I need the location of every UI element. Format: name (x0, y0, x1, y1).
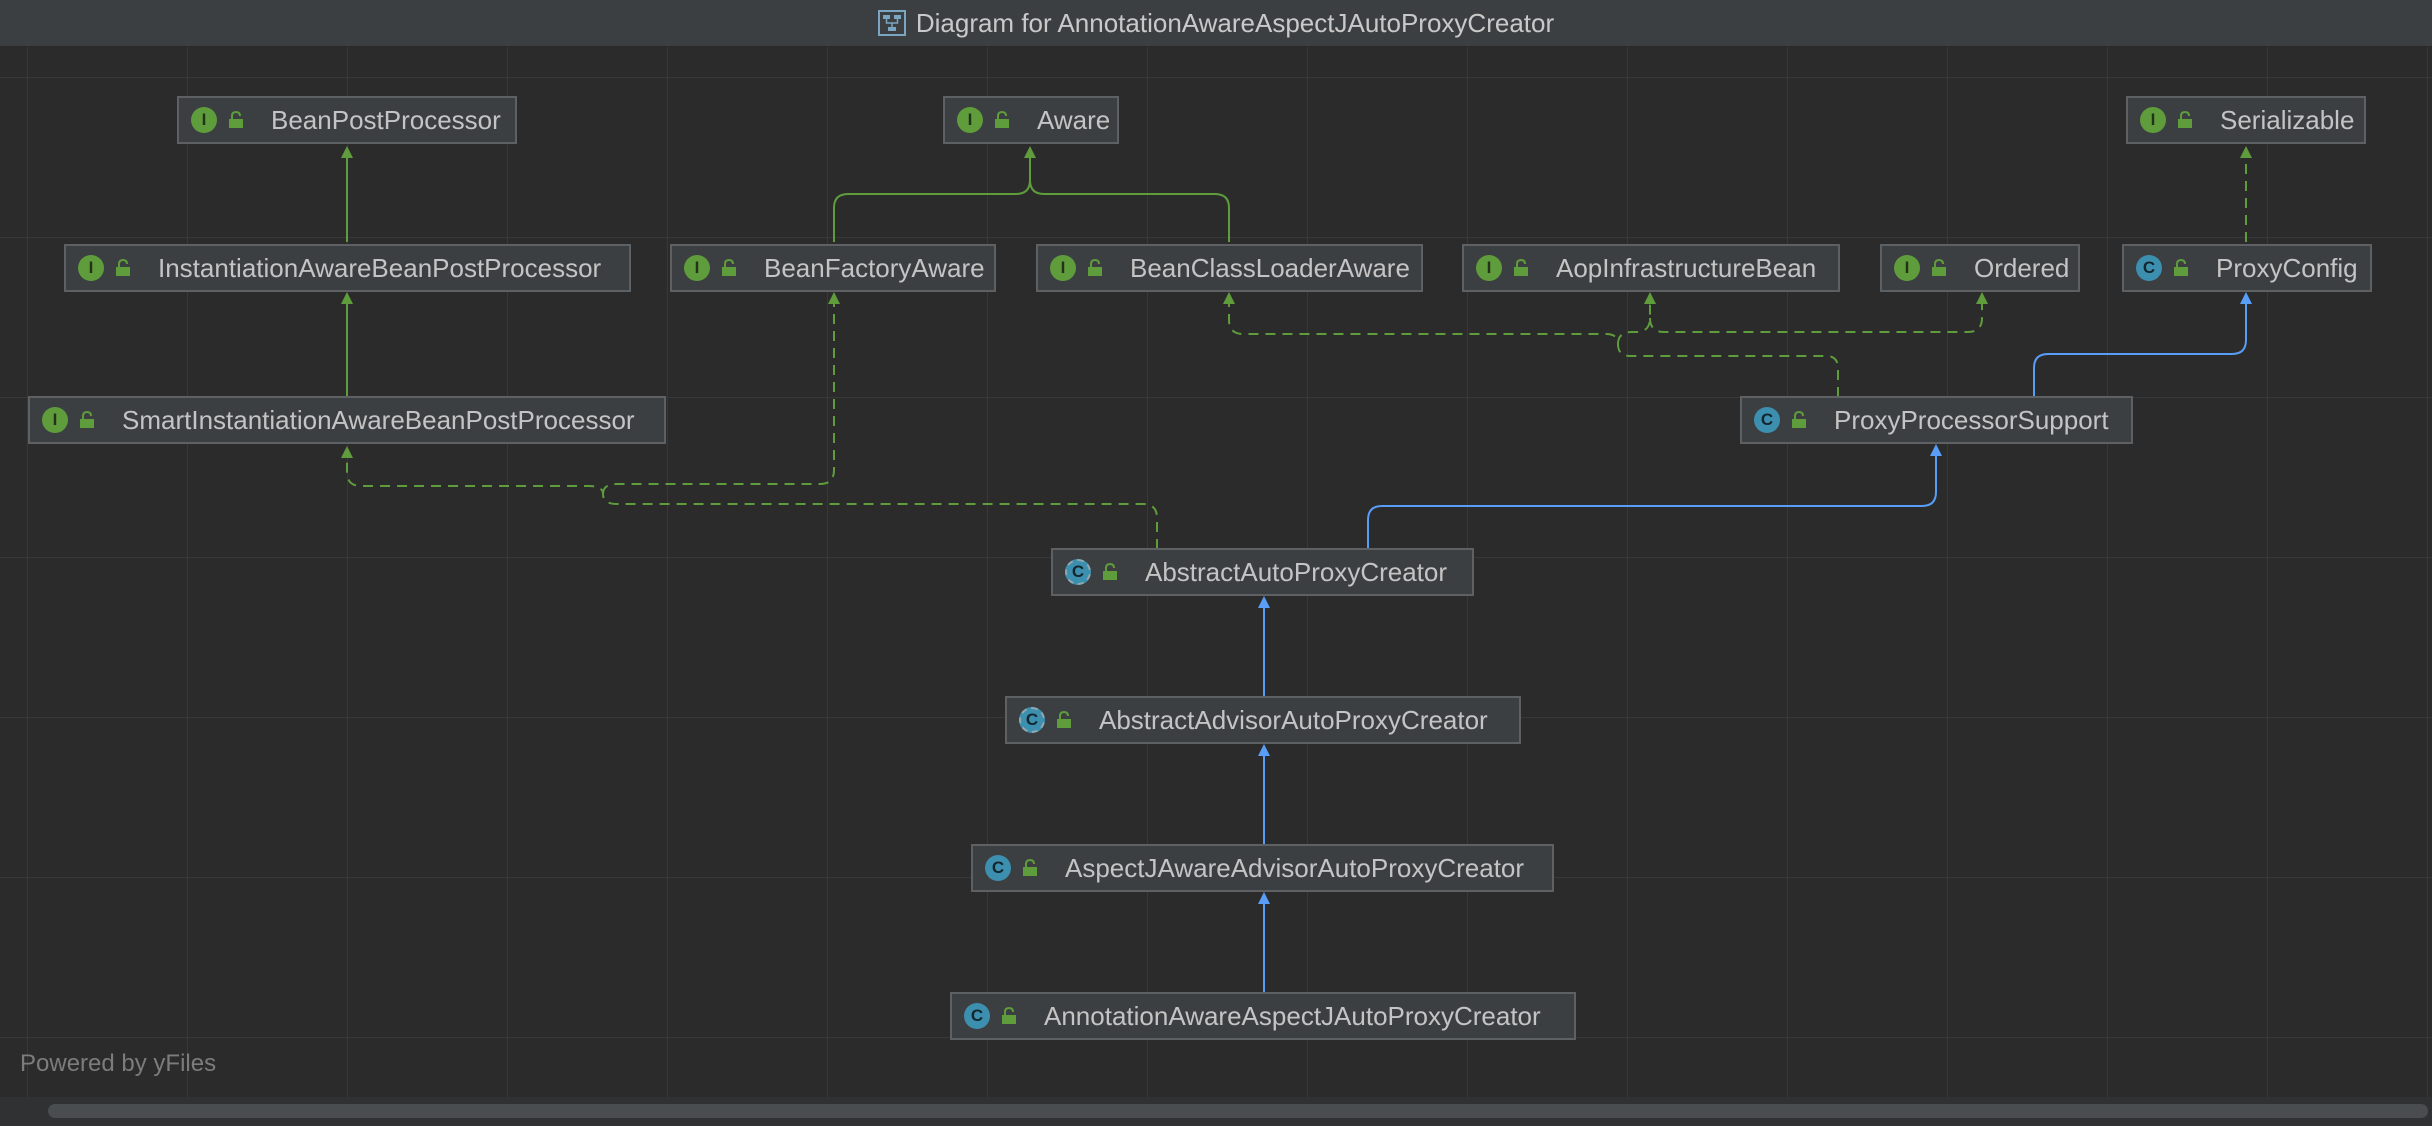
node-label: Aware (1037, 104, 1111, 135)
lock-icon (1055, 711, 1073, 729)
node-abstract-advisor-auto-proxy-creator[interactable]: C AbstractAdvisorAutoProxyCreator (1005, 696, 1521, 744)
node-bean-class-loader-aware[interactable]: I BeanClassLoaderAware (1036, 244, 1423, 292)
class-icon: C (1754, 407, 1780, 433)
lock-icon (2176, 111, 2194, 129)
node-label: AnnotationAwareAspectJAutoProxyCreator (1044, 1000, 1541, 1031)
node-annotation-aware-aspectj-auto-proxy-creator[interactable]: C AnnotationAwareAspectJAutoProxyCreator (950, 992, 1576, 1040)
node-label: AspectJAwareAdvisorAutoProxyCreator (1065, 852, 1525, 883)
node-abstract-auto-proxy-creator[interactable]: C AbstractAutoProxyCreator (1051, 548, 1474, 596)
abstract-class-icon: C (1019, 707, 1045, 733)
node-smart-instantiation-aware-bean-post-processor[interactable]: I SmartInstantiationAwareBeanPostProcess… (28, 396, 666, 444)
node-label: BeanPostProcessor (271, 104, 501, 135)
lock-icon (78, 411, 96, 429)
lock-icon (1101, 563, 1119, 581)
node-aware[interactable]: I Aware (943, 96, 1119, 144)
node-label: ProxyConfig (2216, 252, 2358, 283)
interface-icon: I (1894, 255, 1920, 281)
node-label: AbstractAutoProxyCreator (1145, 556, 1448, 587)
lock-icon (1512, 259, 1530, 277)
node-label: ProxyProcessorSupport (1834, 404, 2109, 435)
window-title: Diagram for AnnotationAwareAspectJAutoPr… (915, 7, 1555, 38)
horizontal-scrollbar[interactable] (0, 1097, 2432, 1126)
node-aspectj-aware-advisor-auto-proxy-creator[interactable]: C AspectJAwareAdvisorAutoProxyCreator (971, 844, 1554, 892)
node-label: Ordered (1974, 252, 2070, 283)
lock-icon (1021, 859, 1039, 877)
class-icon: C (964, 1003, 990, 1029)
node-label: AbstractAdvisorAutoProxyCreator (1099, 704, 1488, 735)
class-icon: C (2136, 255, 2162, 281)
node-aop-infrastructure-bean[interactable]: I AopInfrastructureBean (1462, 244, 1840, 292)
class-icon: C (985, 855, 1011, 881)
interface-icon: I (2140, 107, 2166, 133)
powered-by-label: Powered by yFiles (20, 1050, 217, 1077)
lock-icon (1790, 411, 1808, 429)
lock-icon (1930, 259, 1948, 277)
lock-icon (1000, 1007, 1018, 1025)
node-label: Serializable (2220, 104, 2355, 135)
node-label: BeanClassLoaderAware (1130, 252, 1410, 283)
node-instantiation-aware-bean-post-processor[interactable]: I InstantiationAwareBeanPostProcessor (64, 244, 631, 292)
interface-icon: I (191, 107, 217, 133)
interface-icon: I (684, 255, 710, 281)
interface-icon: I (1476, 255, 1502, 281)
lock-icon (227, 111, 245, 129)
abstract-class-icon: C (1065, 559, 1091, 585)
lock-icon (2172, 259, 2190, 277)
node-ordered[interactable]: I Ordered (1880, 244, 2080, 292)
scrollbar-thumb[interactable] (48, 1104, 2428, 1118)
node-bean-factory-aware[interactable]: I BeanFactoryAware (670, 244, 996, 292)
node-bean-post-processor[interactable]: I BeanPostProcessor (177, 96, 517, 144)
node-proxy-config[interactable]: C ProxyConfig (2122, 244, 2372, 292)
lock-icon (993, 111, 1011, 129)
lock-icon (1086, 259, 1104, 277)
node-label: AopInfrastructureBean (1556, 252, 1817, 283)
title-bar: Diagram for AnnotationAwareAspectJAutoPr… (0, 0, 2432, 47)
lock-icon (720, 259, 738, 277)
node-label: SmartInstantiationAwareBeanPostProcessor (122, 404, 635, 435)
interface-icon: I (1050, 255, 1076, 281)
node-proxy-processor-support[interactable]: C ProxyProcessorSupport (1740, 396, 2133, 444)
interface-icon: I (42, 407, 68, 433)
interface-icon: I (78, 255, 104, 281)
node-label: BeanFactoryAware (764, 252, 985, 283)
lock-icon (114, 259, 132, 277)
interface-icon: I (957, 107, 983, 133)
diagram-icon (877, 10, 906, 36)
node-serializable[interactable]: I Serializable (2126, 96, 2366, 144)
node-label: InstantiationAwareBeanPostProcessor (158, 252, 602, 283)
